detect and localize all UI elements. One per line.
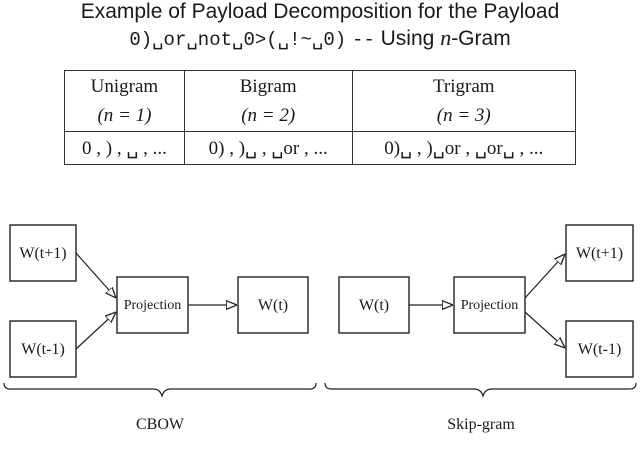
cbow-projection-box — [116, 276, 189, 334]
example-bigram: 0) , )␣ , ␣or , ... — [183, 131, 353, 165]
cbow-output-box — [237, 276, 309, 334]
skipgram-input-label: W(t) — [359, 297, 389, 314]
cbow-output-label: W(t) — [258, 297, 288, 314]
skipgram-edge-bottom — [524, 311, 565, 348]
cbow-diagram: W(t+1) W(t-1) Projection W(t) CBOW — [3, 224, 317, 433]
example-unigram: 0 , ) , ␣ , ... — [64, 131, 185, 165]
column-name: Bigram — [239, 76, 297, 97]
cbow-input-top-label: W(t+1) — [19, 245, 66, 262]
header-bigram: Bigram (n = 2) — [183, 70, 353, 132]
cbow-input-top-box — [9, 224, 77, 282]
column-n-label: (n = 3) — [436, 105, 491, 126]
skipgram-output-top-box — [565, 224, 634, 282]
cbow-edge-top — [75, 252, 116, 298]
table-header-row: Unigram (n = 1) Bigram (n = 2) Trigram (… — [64, 70, 577, 132]
title-dashes: -- — [351, 29, 375, 51]
column-name: Trigram — [432, 76, 495, 97]
example-trigram: 0)␣ , )␣or , ␣or␣ , ... — [351, 131, 577, 165]
cbow-brace — [3, 382, 317, 399]
skipgram-diagram: W(t) Projection W(t+1) W(t-1) Skip-gram — [324, 224, 637, 433]
cbow-input-bottom-label: W(t-1) — [21, 341, 65, 358]
payload-string: 0)␣or␣not␣0>(␣!~␣0) — [129, 29, 347, 51]
header-trigram: Trigram (n = 3) — [351, 70, 577, 132]
title-using: Using — [380, 27, 435, 50]
skipgram-output-bottom-label: W(t-1) — [578, 341, 622, 358]
figure-title: Example of Payload Decomposition for the… — [80, 0, 560, 23]
ngram-table: Unigram (n = 1) Bigram (n = 2) Trigram (… — [64, 70, 577, 165]
skipgram-projection-box — [453, 276, 526, 334]
skipgram-input-box — [338, 276, 410, 334]
cbow-projection-label: Projection — [124, 298, 182, 313]
cbow-edge-bottom — [75, 312, 116, 350]
skipgram-caption: Skip-gram — [447, 416, 515, 433]
column-name: Unigram — [90, 76, 159, 97]
cbow-caption: CBOW — [136, 416, 185, 433]
skipgram-projection-label: Projection — [461, 298, 519, 313]
title-gram: -Gram — [451, 27, 511, 50]
figure-subtitle: 0)␣or␣not␣0>(␣!~␣0) -- Using n-Gram — [0, 26, 640, 52]
column-n-label: (n = 2) — [241, 105, 296, 126]
skipgram-output-top-label: W(t+1) — [576, 245, 623, 262]
title-n-symbol: n — [440, 25, 452, 50]
column-n-label: (n = 1) — [97, 105, 152, 126]
skipgram-brace — [324, 382, 637, 399]
header-unigram: Unigram (n = 1) — [64, 70, 185, 132]
skipgram-edge-top — [524, 254, 565, 299]
table-example-row: 0 , ) , ␣ , ... 0) , )␣ , ␣or , ... 0)␣ … — [64, 131, 577, 165]
